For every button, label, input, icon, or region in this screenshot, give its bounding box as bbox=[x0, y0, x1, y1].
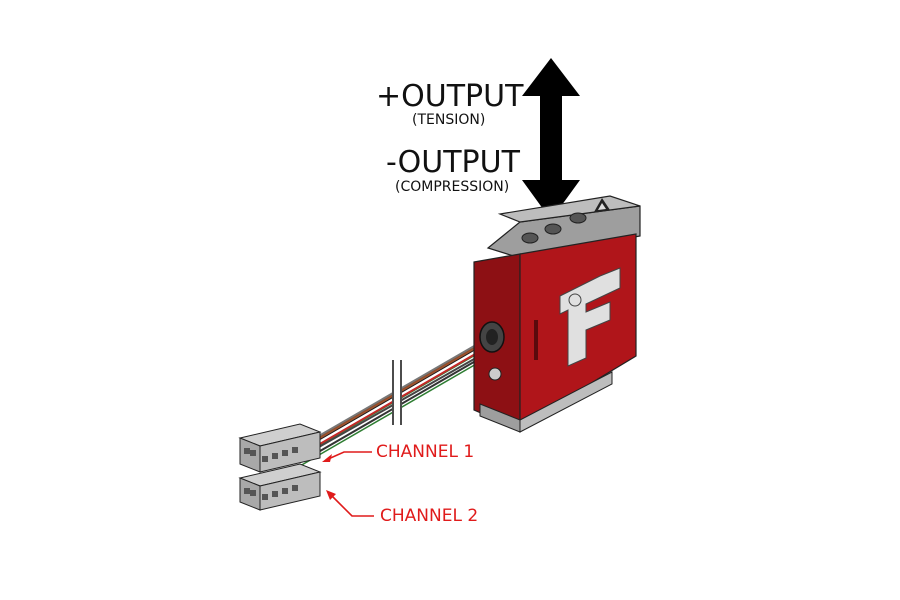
if-logo bbox=[559, 267, 621, 367]
negative-output-label: -OUTPUT bbox=[386, 145, 520, 180]
cable-break-mark bbox=[392, 360, 402, 425]
connector-channel-2 bbox=[238, 463, 322, 511]
channel-1-label: CHANNEL 1 bbox=[376, 442, 475, 462]
load-cell-sensor bbox=[473, 195, 641, 433]
double-vertical-arrow-icon bbox=[522, 58, 580, 220]
callout-channel-2 bbox=[326, 490, 374, 517]
warning-triangle-icon bbox=[594, 198, 610, 212]
callout-channel-1 bbox=[322, 451, 372, 462]
compression-label: (COMPRESSION) bbox=[395, 179, 510, 195]
connector-channel-1 bbox=[238, 423, 322, 473]
channel-2-label: CHANNEL 2 bbox=[380, 506, 479, 526]
tension-label: (TENSION) bbox=[412, 112, 486, 128]
positive-output-label: +OUTPUT bbox=[376, 79, 524, 114]
